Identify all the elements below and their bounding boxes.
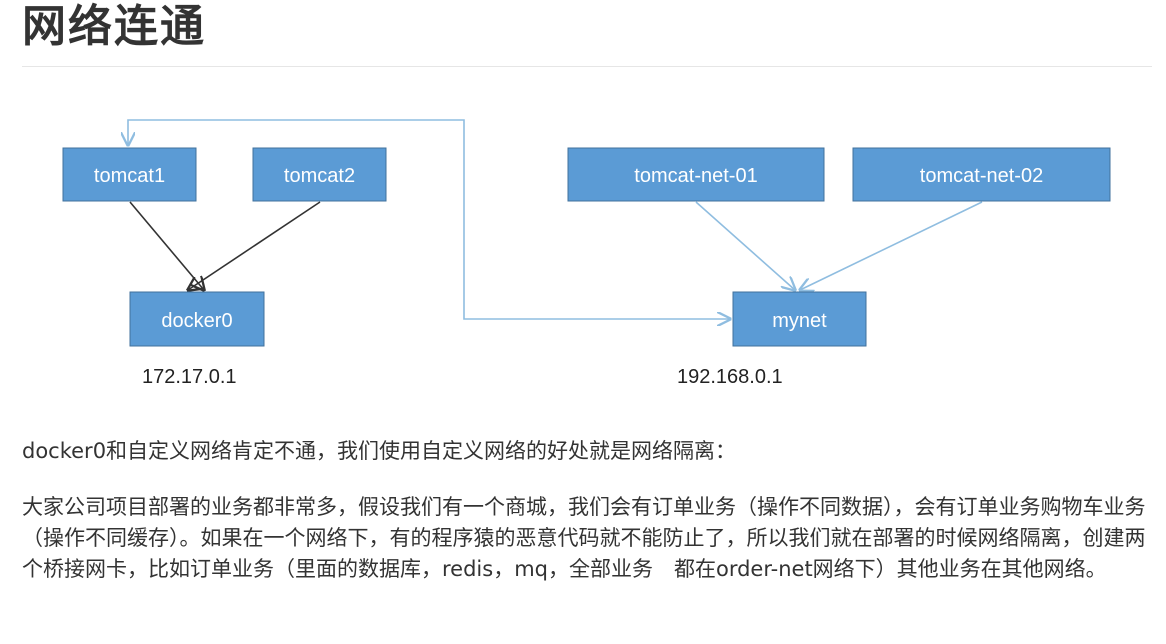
paragraph-intro: docker0和自定义网络肯定不通，我们使用自定义网络的好处就是网络隔离： (22, 439, 737, 463)
node-tomcat-net-02-label: tomcat-net-02 (920, 165, 1043, 187)
node-tomcat1-label: tomcat1 (94, 165, 165, 187)
ip-label-mynet: 192.168.0.1 (677, 366, 783, 388)
arrow-tomcat1-docker0 (129, 201, 204, 290)
node-tomcat-net-01-label: tomcat-net-01 (634, 165, 757, 187)
title-divider (22, 66, 1152, 67)
node-tomcat1: tomcat1 (62, 147, 197, 202)
connect-line-tomcat1-mynet (128, 119, 730, 319)
arrow-tomcat2-docker0 (188, 201, 321, 290)
node-tomcat-net-02: tomcat-net-02 (852, 147, 1111, 202)
paragraph-explanation: 大家公司项目部署的业务都非常多，假设我们有一个商城，我们会有订单业务（操作不同数… (22, 495, 1146, 581)
ip-label-docker0: 172.17.0.1 (142, 366, 237, 388)
node-tomcat2-label: tomcat2 (284, 165, 355, 187)
network-diagram: tomcat1 tomcat2 docker0 tomcat-net-01 to… (62, 119, 1111, 388)
node-docker0-label: docker0 (161, 310, 232, 332)
page-title: 网络连通 (22, 1, 206, 52)
node-docker0: docker0 (129, 291, 265, 347)
node-mynet-label: mynet (772, 310, 827, 332)
arrow-tomcat-net-02-mynet (800, 201, 983, 290)
node-mynet: mynet (732, 291, 867, 347)
node-tomcat-net-01: tomcat-net-01 (567, 147, 825, 202)
node-tomcat2: tomcat2 (252, 147, 387, 202)
arrow-tomcat-net-01-mynet (695, 201, 795, 290)
